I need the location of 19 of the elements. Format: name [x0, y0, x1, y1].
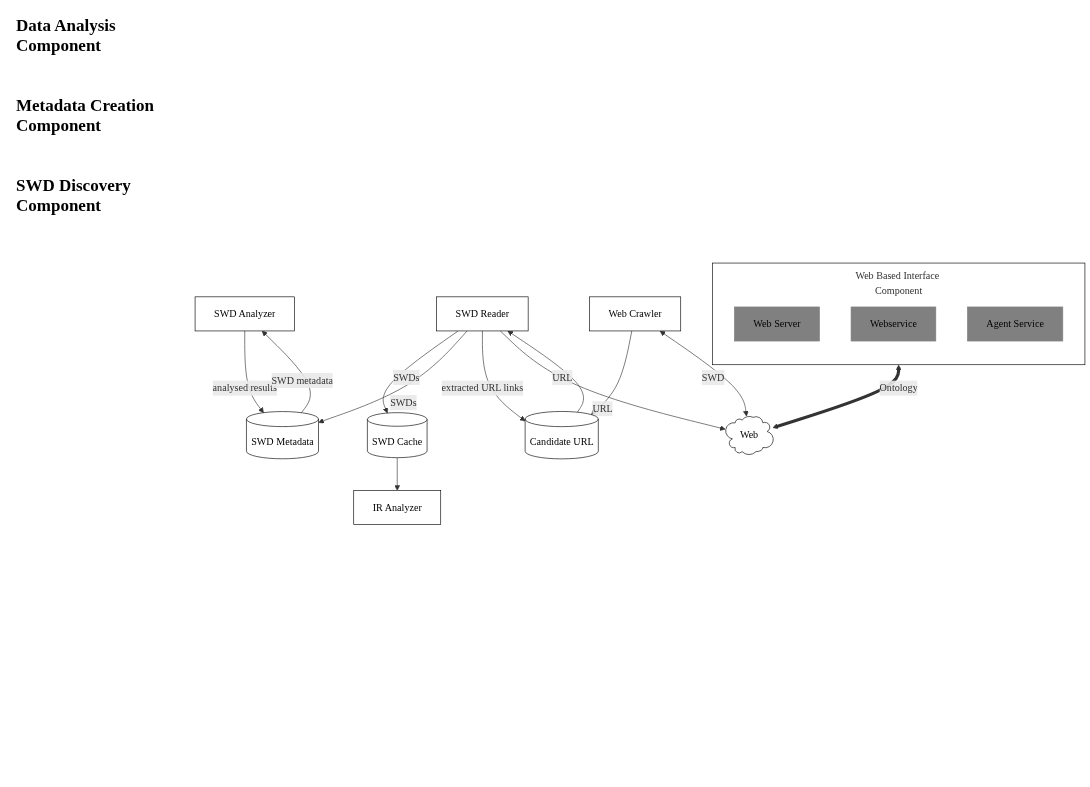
section-label: SWD Discovery Component	[16, 176, 132, 216]
arrow	[772, 364, 902, 429]
node-box: SWD Analyzer	[194, 296, 295, 331]
node-box: Web Crawler	[589, 296, 682, 331]
section-label: Metadata Creation Component	[16, 96, 156, 136]
edge-label: extracted URL links	[441, 382, 524, 393]
section-label: Data Analysis Component	[16, 16, 117, 56]
edge-label: Ontology	[879, 382, 918, 393]
edge-label: URL	[552, 371, 573, 383]
edge-label: SWDs	[393, 371, 420, 383]
node-box: SWD Reader	[436, 296, 529, 331]
node-box: Agent Service	[967, 306, 1064, 342]
edge-label: SWD	[701, 371, 725, 383]
edge-label: SWDs	[390, 396, 417, 408]
edge-label: URL	[592, 402, 613, 414]
node-box: Webservice	[850, 306, 937, 342]
edge-label: SWD metadata	[271, 374, 333, 386]
node-box: Web Server	[734, 306, 820, 342]
node-box: IR Analyzer	[353, 489, 442, 525]
